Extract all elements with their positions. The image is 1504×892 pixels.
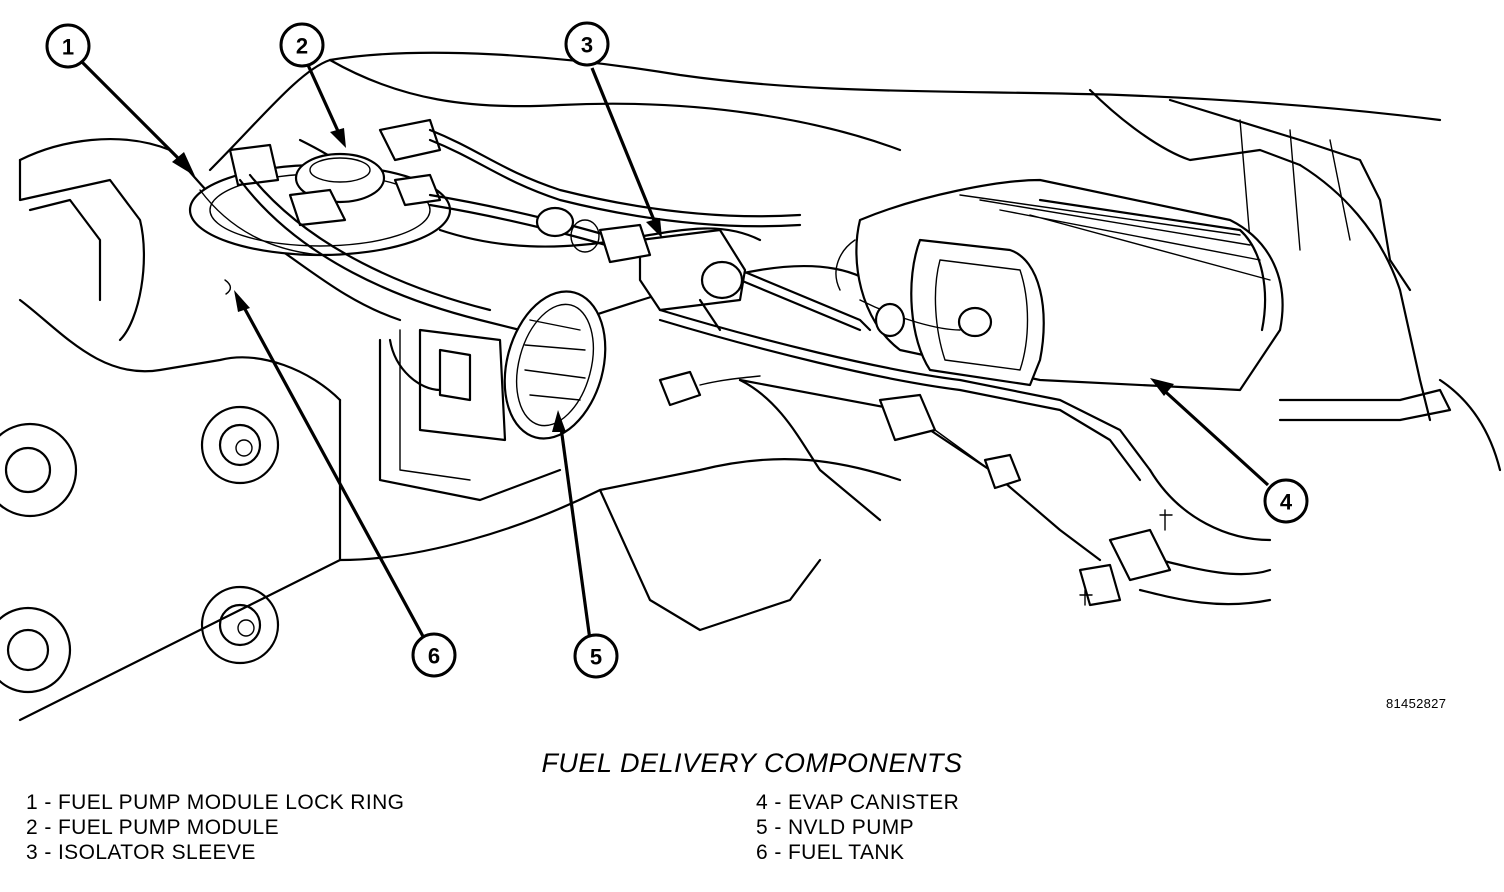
callout-6: 6 (411, 632, 457, 678)
callout-2-number: 2 (296, 34, 308, 59)
leader-lines (80, 60, 1270, 641)
callout-6-number: 6 (428, 644, 440, 669)
legend-right-column: 4 - EVAP CANISTER 5 - NVLD PUMP 6 - FUEL… (756, 790, 959, 865)
fuel-pump-module (188, 118, 452, 257)
callout-3-number: 3 (581, 33, 593, 58)
vehicle-frame (208, 51, 1502, 472)
legend-left-column: 1 - FUEL PUMP MODULE LOCK RING 2 - FUEL … (26, 790, 404, 865)
fuel-system-illustration: 1 2 3 4 5 6 (0, 21, 1502, 722)
callout-3: 3 (564, 21, 610, 67)
nvld-pump (388, 290, 1022, 490)
callout-4-number: 4 (1280, 490, 1293, 515)
arrowheads (172, 128, 1174, 432)
callout-2: 2 (279, 22, 325, 68)
figure-id: 81452827 (1386, 696, 1447, 711)
callout-5: 5 (573, 633, 619, 679)
callout-1: 1 (45, 23, 91, 69)
evap-canister (835, 178, 1284, 392)
isolator-sleeve (535, 206, 747, 332)
legend-item-2: 2 - FUEL PUMP MODULE (26, 816, 280, 839)
legend-item-5: 5 - NVLD PUMP (756, 816, 915, 839)
fuel-tank (0, 137, 902, 722)
legend-item-6: 6 - FUEL TANK (756, 841, 905, 864)
legend-item-1: 1 - FUEL PUMP MODULE LOCK RING (26, 791, 405, 814)
callout-1-number: 1 (62, 35, 74, 60)
callout-4: 4 (1263, 478, 1309, 524)
figure-caption: FUEL DELIVERY COMPONENTS (541, 748, 963, 778)
legend-item-4: 4 - EVAP CANISTER (756, 791, 960, 814)
callout-5-number: 5 (590, 645, 602, 670)
legend-item-3: 3 - ISOLATOR SLEEVE (26, 841, 256, 864)
